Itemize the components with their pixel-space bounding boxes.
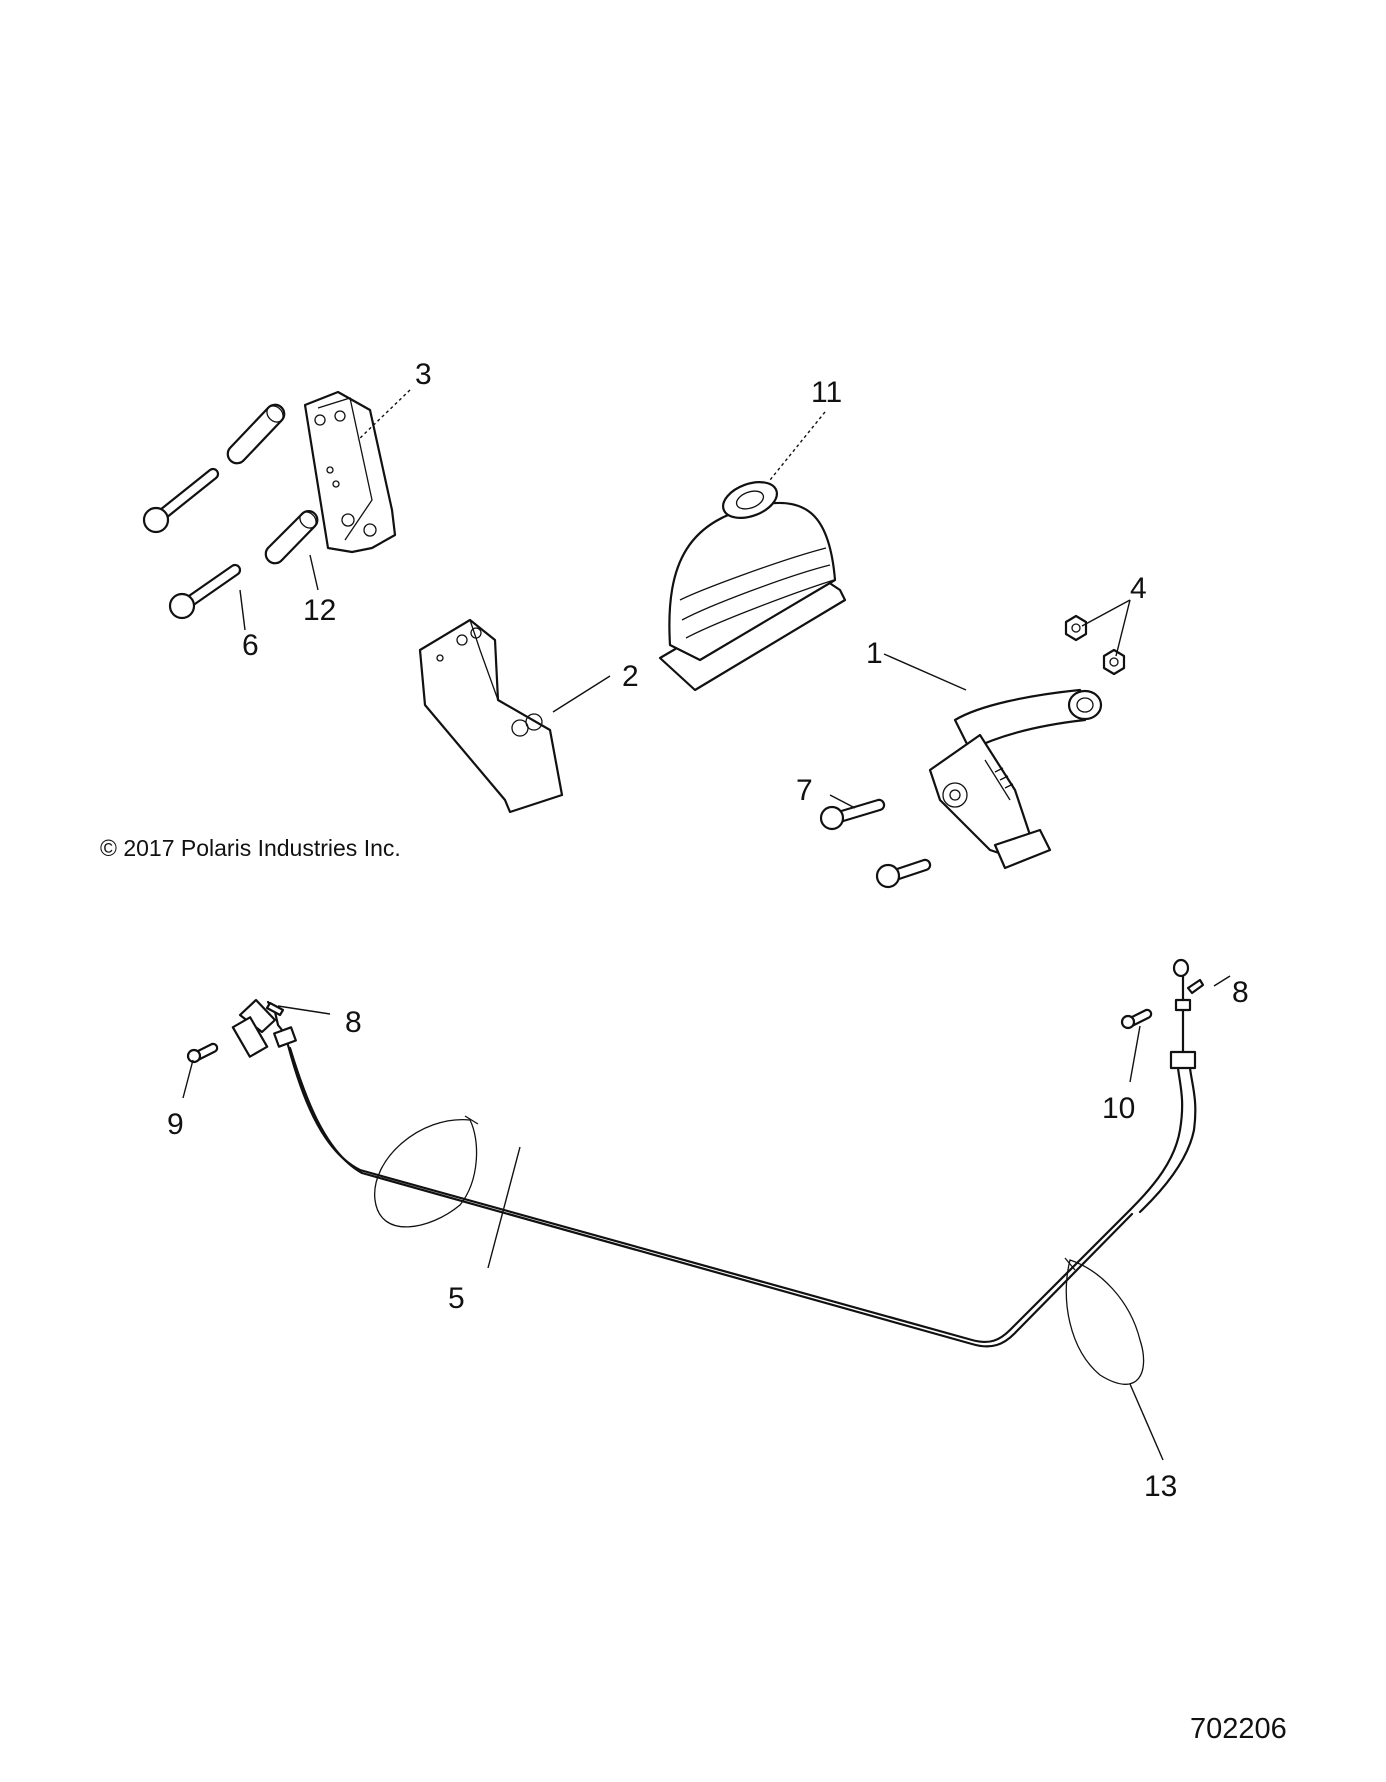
part-1-brake-lever	[928, 688, 1103, 870]
part-2-bracket-plate	[418, 618, 564, 814]
part-6-bolt-lower	[168, 563, 242, 620]
callout-7: 7	[796, 774, 813, 807]
callout-8-right: 8	[1232, 976, 1249, 1009]
part-5-brake-cable	[231, 958, 1197, 1348]
copyright-notice: © 2017 Polaris Industries Inc.	[100, 835, 401, 861]
leader-lines	[182, 389, 1231, 1461]
part-12-spacer-upper	[226, 403, 286, 465]
part-9-pin	[186, 1042, 219, 1064]
callout-6: 6	[242, 629, 259, 662]
part-11-shifter-boot	[658, 481, 847, 692]
callout-9: 9	[167, 1108, 184, 1141]
callout-10: 10	[1102, 1092, 1135, 1125]
callout-3: 3	[415, 358, 432, 391]
part-8-clip-left	[265, 1001, 285, 1017]
part-4-nut-a	[1064, 614, 1088, 642]
part-13-cable-tie-left	[374, 1115, 479, 1228]
part-7-bolt-lower	[875, 858, 932, 889]
callout-13: 13	[1144, 1470, 1177, 1503]
part-12-spacer-lower	[264, 510, 319, 565]
callout-4: 4	[1130, 572, 1147, 605]
part-13-cable-tie-right	[1064, 1257, 1145, 1385]
callout-11: 11	[811, 376, 842, 409]
part-8-clip-right	[1186, 978, 1205, 995]
part-4-nut-b	[1102, 648, 1126, 676]
callout-12: 12	[303, 594, 336, 627]
part-7-bolt-upper	[819, 798, 886, 831]
callout-2: 2	[622, 660, 639, 693]
part-10-pin	[1120, 1008, 1153, 1030]
callout-5: 5	[448, 1282, 465, 1315]
drawing-number: 702206	[1190, 1713, 1287, 1745]
callout-1: 1	[866, 637, 883, 670]
part-6-bolt-upper	[142, 467, 220, 534]
part-3-mount-bracket	[303, 390, 397, 554]
callout-8-left: 8	[345, 1006, 362, 1039]
